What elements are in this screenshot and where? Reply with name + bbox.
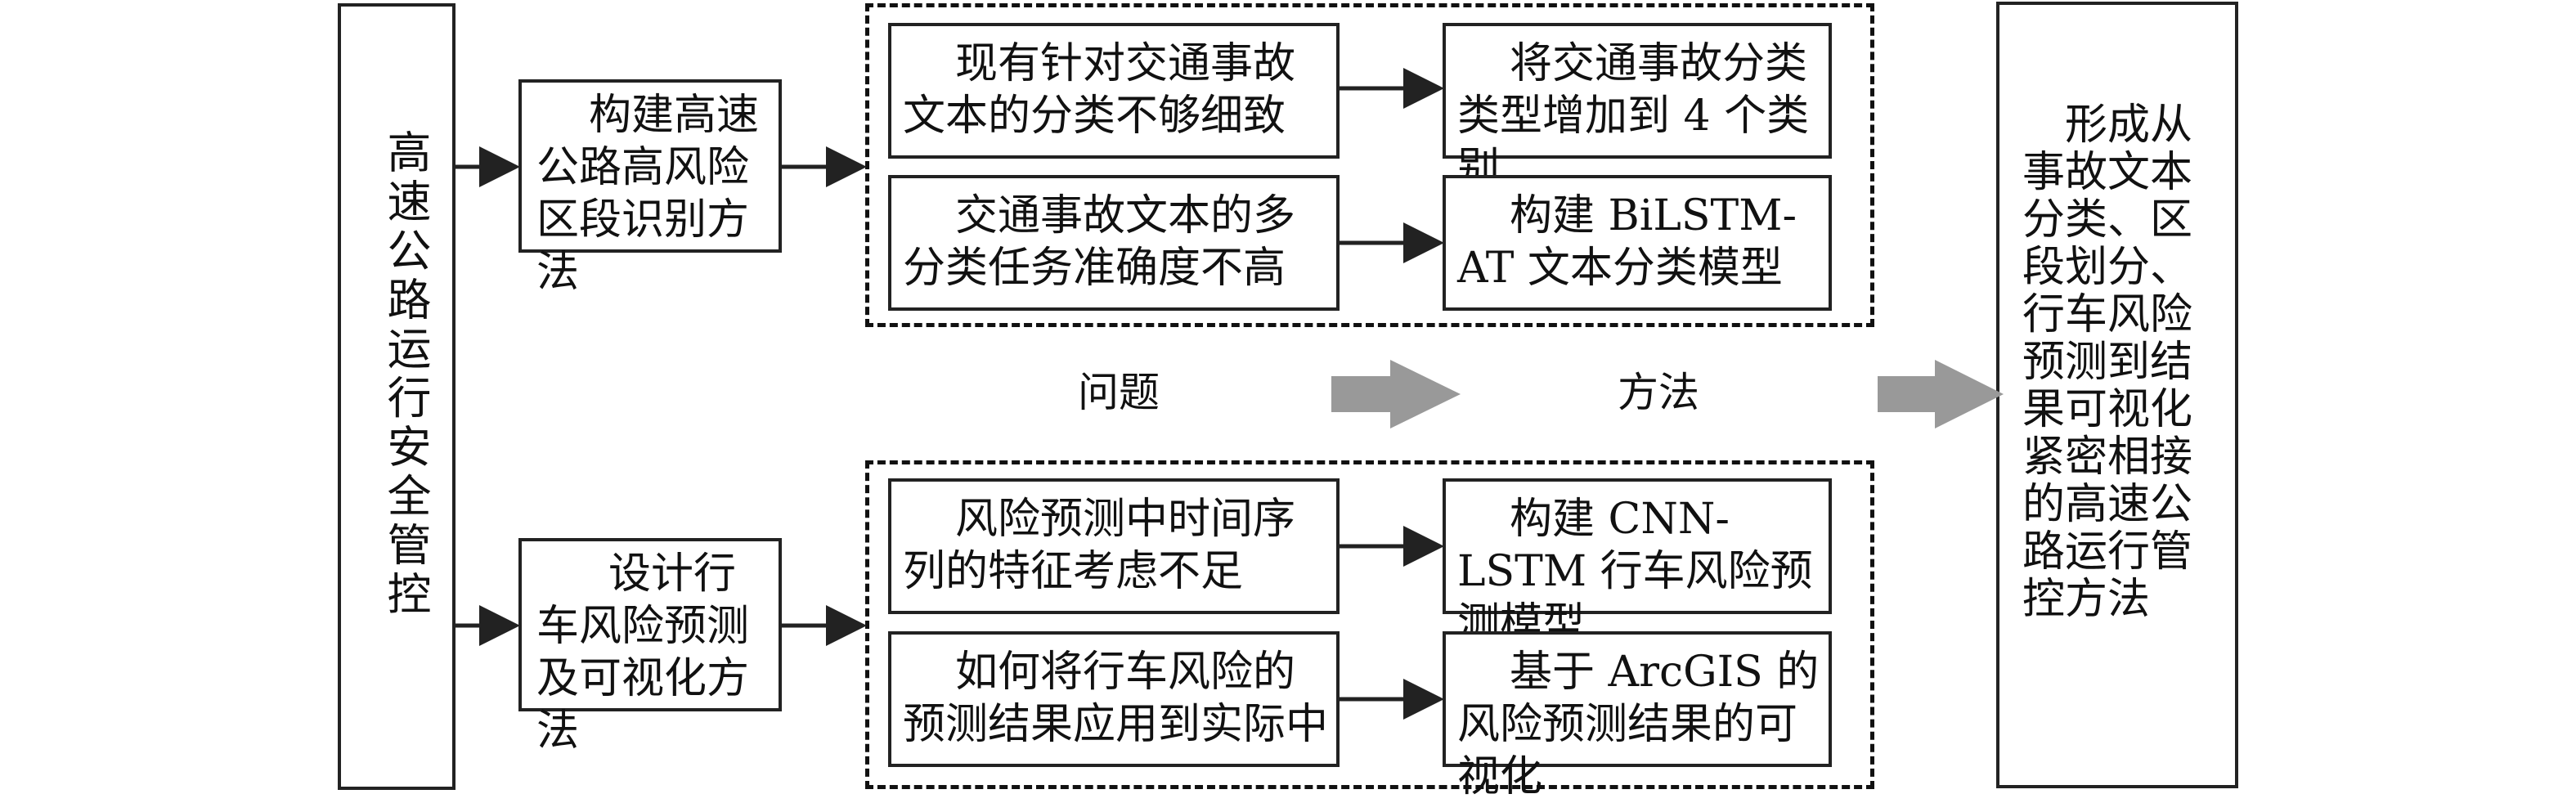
top-solution-2: 构建 BiLSTM-AT 文本分类模型 (1443, 175, 1832, 311)
bottom-problem-2-text: 如何将行车风险的预测结果应用到实际中 (903, 648, 1329, 749)
gray-arrow-problem-to-method (1331, 360, 1461, 428)
top-solution-1: 将交通事故分类类型增加到 4 个类别 (1443, 23, 1832, 193)
top-problem-2-text: 交通事故文本的多分类任务准确度不高 (903, 191, 1296, 293)
bottom-problem-2: 如何将行车风险的预测结果应用到实际中 (888, 631, 1340, 767)
top-solution-1-text: 将交通事故分类类型增加到 4 个类别 (1457, 39, 1810, 193)
left-box: 高速公路运行安全管控 (338, 3, 456, 790)
top-method-box: 构建高速公路高风险区段识别方法 (518, 79, 782, 297)
top-problem-1: 现有针对交通事故文本的分类不够细致 (888, 23, 1340, 159)
bottom-solution-2-text: 基于 ArcGIS 的风险预测结果的可视化 (1457, 648, 1820, 801)
problem-label: 问题 (1078, 369, 1160, 416)
bottom-solution-1: 构建 CNN-LSTM 行车风险预测模型 (1443, 478, 1832, 648)
gray-arrow-to-result (1878, 360, 2004, 428)
bottom-method-box: 设计行车风险预测及可视化方法 (518, 538, 782, 756)
method-label: 方法 (1618, 369, 1699, 416)
top-solution-2-text: 构建 BiLSTM-AT 文本分类模型 (1457, 191, 1797, 293)
top-problem-1-text: 现有针对交通事故文本的分类不够细致 (903, 39, 1296, 141)
bottom-problem-method-group (865, 460, 1874, 789)
top-problem-2: 交通事故文本的多分类任务准确度不高 (888, 175, 1340, 311)
bottom-problem-1-text: 风险预测中时间序列的特征考虑不足 (903, 495, 1296, 596)
bottom-method-text: 设计行车风险预测及可视化方法 (536, 550, 750, 756)
right-box: 形成从事故文本分类、区段划分、行车风险预测到结果可视化紧密相接的高速公路运行管控… (1996, 2, 2238, 788)
left-box-text: 高速公路运行安全管控 (379, 129, 431, 620)
bottom-solution-2: 基于 ArcGIS 的风险预测结果的可视化 (1443, 631, 1832, 801)
top-method-text: 构建高速公路高风险区段识别方法 (536, 91, 760, 297)
top-problem-method-group (865, 3, 1874, 327)
right-box-text: 形成从事故文本分类、区段划分、行车风险预测到结果可视化紧密相接的高速公路运行管控… (2022, 101, 2193, 624)
bottom-problem-1: 风险预测中时间序列的特征考虑不足 (888, 478, 1340, 614)
